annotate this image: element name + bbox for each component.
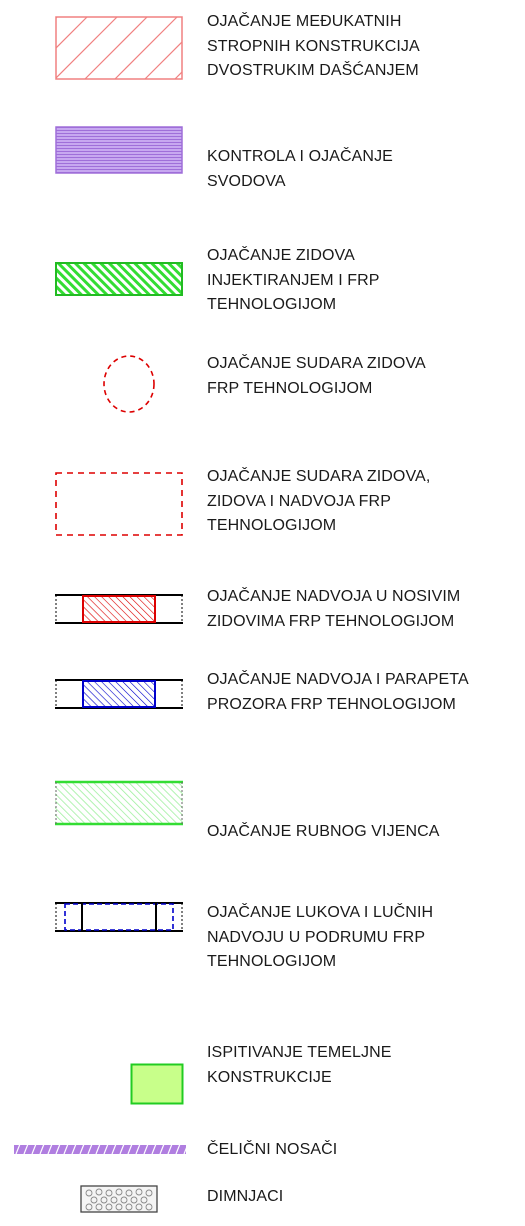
legend-label-edge-cornice: OJAČANJE RUBNOG VIJENCA [207, 823, 440, 840]
legend-label-floor-reinforcement: OJAČANJE MEĐUKATNIH STROPNIH KONSTRUKCIJ… [207, 13, 420, 79]
red-lintel-wall-icon [55, 594, 183, 624]
legend-label-foundation-testing: ISPITIVANJE TEMELJNE KONSTRUKCIJE [207, 1044, 392, 1086]
legend-label-steel-beams: ČELIČNI NOSAČI [207, 1141, 338, 1158]
purple-steel-beam-icon [14, 1145, 186, 1154]
legend-label-load-bearing-lintel: OJAČANJE NADVOJA U NOSIVIM ZIDOVIMA FRP … [207, 588, 461, 630]
legend-label-wall-junction: OJAČANJE SUDARA ZIDOVA FRP TEHNOLOGIJOM [207, 355, 426, 397]
green-hatch-rectangle-icon [55, 262, 183, 296]
pink-diagonal-hatch-rectangle-icon [55, 16, 183, 80]
chimney-gravel-icon [80, 1185, 158, 1213]
legend-label-basement-arches: OJAČANJE LUKOVA I LUČNIH NADVOJU U PODRU… [207, 904, 434, 970]
legend-label-wall-lintel-junction: OJAČANJE SUDARA ZIDOVA, ZIDOVA I NADVOJA… [207, 468, 431, 534]
red-dashed-circle-icon [103, 355, 155, 413]
red-dashed-rectangle-icon [55, 472, 183, 536]
blue-lintel-wall-icon [55, 679, 183, 709]
legend-label-chimneys: DIMNJACI [207, 1188, 284, 1205]
legend-label-wall-injection: OJAČANJE ZIDOVA INJEKTIRANJEM I FRP TEHN… [207, 247, 380, 313]
blue-arch-wall-icon [55, 902, 183, 932]
legend-label-window-lintel: OJAČANJE NADVOJA I PARAPETA PROZORA FRP … [207, 671, 469, 713]
legend-label-vault-control: KONTROLA I OJAČANJE SVODOVA [207, 148, 393, 190]
green-square-icon [130, 1063, 184, 1105]
purple-fine-hatch-rectangle-icon [55, 126, 183, 174]
light-green-hatch-band-icon [55, 780, 183, 826]
